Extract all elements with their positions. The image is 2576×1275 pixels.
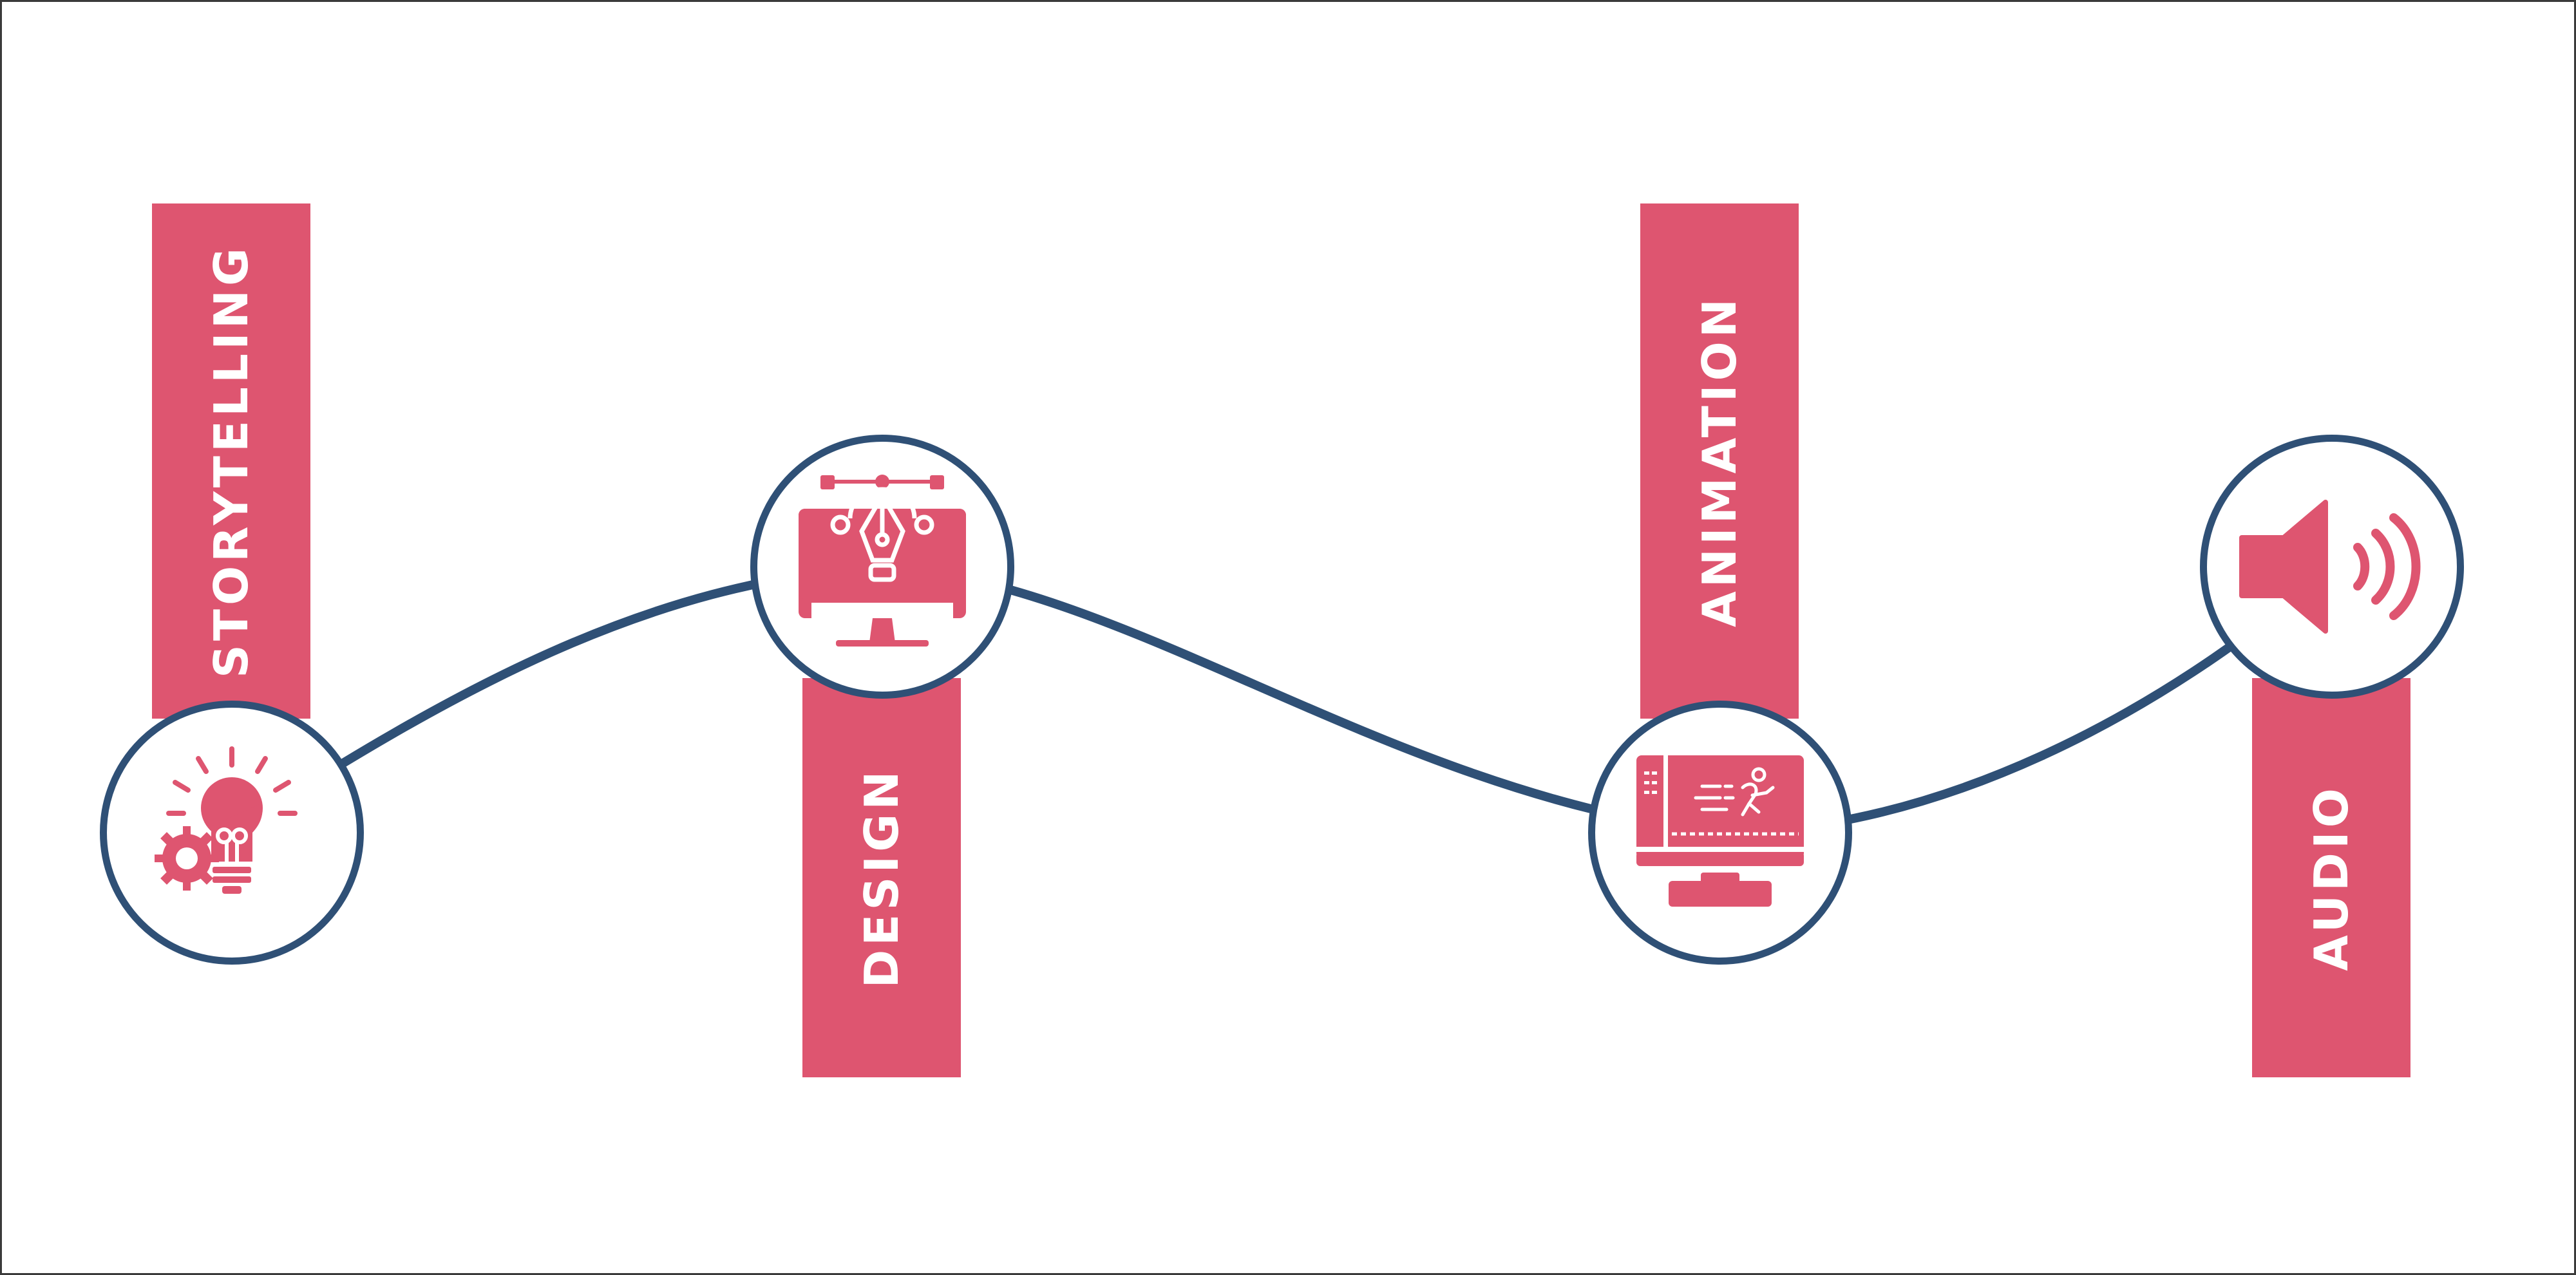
- lightbulb-gear-icon: [155, 746, 298, 894]
- pen-tool-monitor-icon: [799, 475, 966, 647]
- connector-path: [227, 562, 2336, 838]
- animation-monitor-icon: [1636, 755, 1804, 907]
- bar-storytelling: STORYTELLING: [152, 203, 310, 719]
- bar-design: DESIGN: [802, 678, 961, 1077]
- node-design: [750, 435, 1014, 699]
- node-animation: [1588, 701, 1852, 965]
- speaker-icon: [2239, 500, 2421, 634]
- node-audio: [2200, 435, 2464, 699]
- bar-audio: AUDIO: [2252, 678, 2410, 1077]
- node-storytelling: [100, 701, 364, 965]
- bar-animation: ANIMATION: [1640, 203, 1799, 719]
